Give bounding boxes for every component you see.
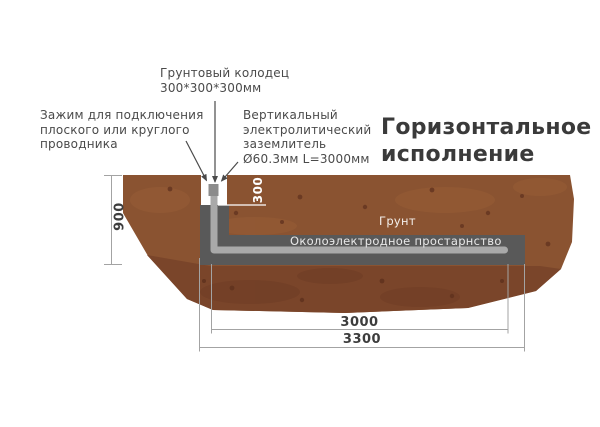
- dimension-3300-value: 3300: [342, 332, 382, 347]
- label-soil: Грунт: [379, 214, 416, 228]
- title-line: исполнение: [381, 142, 535, 167]
- label-line: Грунтовый колодец: [160, 66, 290, 80]
- dimension-300-value: 300: [251, 176, 265, 204]
- dimension-3000-lines: [211, 264, 509, 334]
- electrode-rod: [210, 246, 508, 254]
- clamp-marker: [208, 184, 219, 196]
- dimension-3000-value: 3000: [340, 315, 379, 330]
- label-line: Ø60.3мм L=3000мм: [243, 151, 370, 166]
- label-line: проводника: [40, 137, 118, 151]
- soil-speckles-lower: [202, 278, 504, 303]
- electrode-riser: [210, 185, 218, 250]
- dimension-900-value: 900: [112, 202, 128, 231]
- dimension-900-lines: [104, 175, 122, 265]
- title-line: Горизонтальное: [381, 115, 592, 140]
- label-line: заземлитель: [243, 137, 327, 151]
- soil-speckles: [167, 186, 551, 247]
- label-line: Зажим для подключения: [40, 108, 204, 122]
- label-ground-well: Грунтовый колодец 300*300*300мм: [160, 66, 289, 95]
- dimension-3300-lines: [199, 258, 525, 352]
- leader-arrows: [185, 101, 239, 183]
- label-around-electrode-space: Околоэлектродное простарнство: [290, 234, 502, 248]
- label-line: электролитический: [243, 122, 372, 137]
- leader-electrode: [220, 161, 239, 182]
- label-clamp: Зажим для подключения плоского или кругл…: [40, 108, 204, 152]
- label-vertical-electrode: Вертикальный электролитический заземлите…: [243, 108, 371, 166]
- soil-texture-patches-dark: [200, 268, 460, 307]
- page-title: Горизонтальное исполнение: [381, 114, 591, 168]
- leader-clamp: [185, 140, 208, 182]
- label-line: Вертикальный: [243, 108, 338, 122]
- label-line: 300*300*300мм: [160, 80, 262, 95]
- label-line: плоского или круглого: [40, 122, 190, 137]
- soil-texture-patches-light: [130, 178, 567, 235]
